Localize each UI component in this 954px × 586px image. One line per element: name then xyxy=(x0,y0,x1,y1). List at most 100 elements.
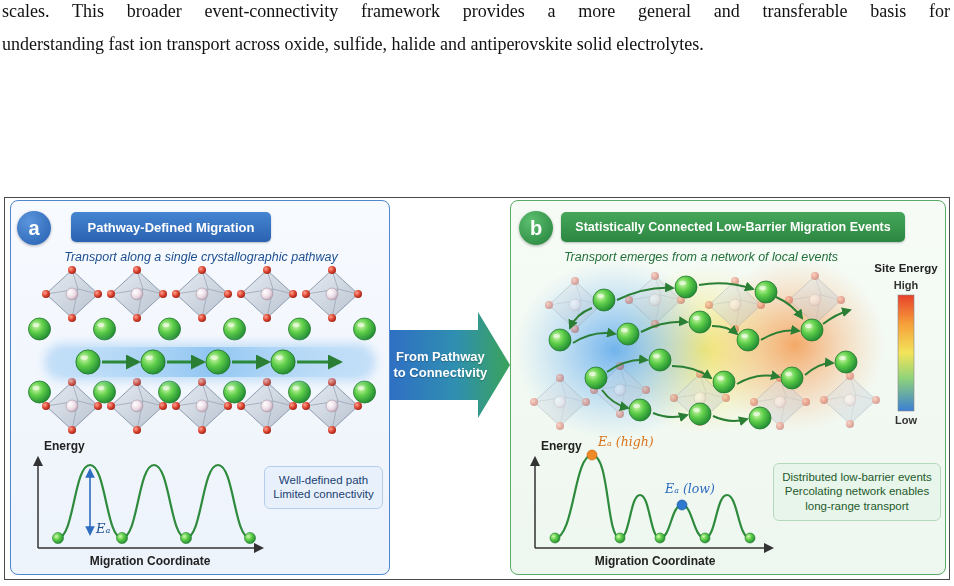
summary-box: Distributed low-barrier eventsPercolatin… xyxy=(773,463,941,521)
hop-arrow xyxy=(167,361,203,364)
mobile-ion xyxy=(617,323,639,345)
axis-line xyxy=(37,458,39,548)
body-text: scales. This broader event-connectivity … xyxy=(2,0,950,22)
mobile-ion xyxy=(289,381,311,403)
mobile-ion xyxy=(649,349,671,371)
octahedron xyxy=(820,372,880,428)
octahedron xyxy=(237,378,297,434)
panel-ground xyxy=(10,200,390,575)
high-barrier-dot xyxy=(587,450,597,460)
hop-arrow xyxy=(102,361,138,364)
mobile-ion xyxy=(289,318,311,340)
mobile-ion xyxy=(354,318,376,340)
octahedron xyxy=(302,378,362,434)
mobile-ion xyxy=(629,399,651,421)
axis-line xyxy=(535,547,772,549)
axis-line xyxy=(38,547,262,549)
site-dot xyxy=(53,533,64,544)
octahedron xyxy=(530,374,590,430)
hop-arrow xyxy=(699,283,753,289)
panel-title-bar: Statistically Connected Low-Barrier Migr… xyxy=(561,212,905,242)
energy-plot xyxy=(38,458,262,548)
panel-frame: Transport along a single crystallographi… xyxy=(10,200,390,575)
mobile-ion xyxy=(593,289,615,311)
mobile-ions xyxy=(549,276,857,429)
hop-arrow xyxy=(653,413,687,417)
hop-arrows xyxy=(570,283,850,421)
site-energy-colorbar xyxy=(898,295,914,411)
barrier-label: Eₐ (low) xyxy=(665,481,715,496)
body-text: understanding fast ion transport across … xyxy=(2,33,704,55)
transition-arrow xyxy=(390,312,510,418)
panel-letter: b xyxy=(530,217,542,240)
summary-line: Limited connectivity xyxy=(273,487,374,501)
low-barrier-dot xyxy=(677,500,687,510)
site-dot xyxy=(615,533,625,543)
barrier-label: Eₐ (high) xyxy=(598,434,654,449)
energy-curve xyxy=(58,465,250,538)
site-dot xyxy=(245,533,256,544)
energy-curve xyxy=(555,455,750,538)
figure-frame xyxy=(5,198,950,580)
summary-line: Percolating network enables long-range t… xyxy=(782,484,932,513)
axis-title: Energy xyxy=(44,439,85,453)
migration-channel xyxy=(44,343,376,381)
octahedron xyxy=(172,378,232,434)
mobile-ion xyxy=(354,381,376,403)
mobile-ion xyxy=(689,311,711,333)
panel-subtitle: Transport emerges from a network of loca… xyxy=(564,250,838,264)
hop-arrow xyxy=(823,310,850,324)
mobile-ion xyxy=(141,350,165,374)
mobile-ion xyxy=(94,381,116,403)
panel-title: Statistically Connected Low-Barrier Migr… xyxy=(575,220,890,234)
energy-landscape xyxy=(515,257,885,440)
panel-frame: Transport emerges from a network of loca… xyxy=(510,200,946,575)
site-dot xyxy=(117,533,128,544)
mobile-ion xyxy=(737,329,759,351)
channel-glow xyxy=(44,343,376,381)
mobile-ion xyxy=(224,318,246,340)
hop-arrow xyxy=(297,361,340,364)
mobile-ion xyxy=(801,319,823,341)
summary-box: Well-defined pathLimited connectivity xyxy=(264,466,383,509)
barrier-label: Eₐ xyxy=(96,521,110,536)
mobile-ion xyxy=(549,329,571,351)
octahedron xyxy=(237,266,297,322)
octahedron xyxy=(172,266,232,322)
axis-title: Energy xyxy=(541,439,582,453)
summary-line: Distributed low-barrier events xyxy=(782,470,932,484)
mobile-ion xyxy=(835,351,857,373)
hop-arrow xyxy=(617,288,673,300)
hop-arrow xyxy=(712,326,737,334)
octahedron xyxy=(42,378,102,434)
axis-line xyxy=(534,458,536,548)
octahedron xyxy=(107,378,167,434)
disordered-lattice xyxy=(530,272,880,430)
octahedron xyxy=(625,272,685,328)
mobile-ion xyxy=(713,371,735,393)
hop-arrow xyxy=(573,333,615,343)
hop-arrow xyxy=(805,363,833,375)
mobile-ion xyxy=(94,318,116,340)
energy-plot xyxy=(535,450,772,548)
mobile-ion xyxy=(29,381,51,403)
hop-arrow xyxy=(607,360,647,372)
mobile-ion xyxy=(29,318,51,340)
channel-band xyxy=(50,347,370,377)
energy-blob xyxy=(515,260,715,440)
mobile-ion xyxy=(159,318,181,340)
axis-label: Migration Coordinate xyxy=(90,554,211,568)
barrier-arrow xyxy=(89,470,91,534)
hop-arrow xyxy=(570,308,592,328)
summary-line: Well-defined path xyxy=(273,473,374,487)
hop-arrow xyxy=(761,330,799,340)
hop-arrow xyxy=(641,322,687,332)
hop-arrow xyxy=(713,416,747,421)
octahedron xyxy=(302,266,362,322)
site-dot xyxy=(745,533,755,543)
mobile-ion xyxy=(755,281,777,303)
panel-letter: a xyxy=(28,217,39,240)
mobile-ion xyxy=(781,367,803,389)
legend-label: High xyxy=(894,279,918,291)
panel-subtitle: Transport along a single crystallographi… xyxy=(64,250,338,264)
